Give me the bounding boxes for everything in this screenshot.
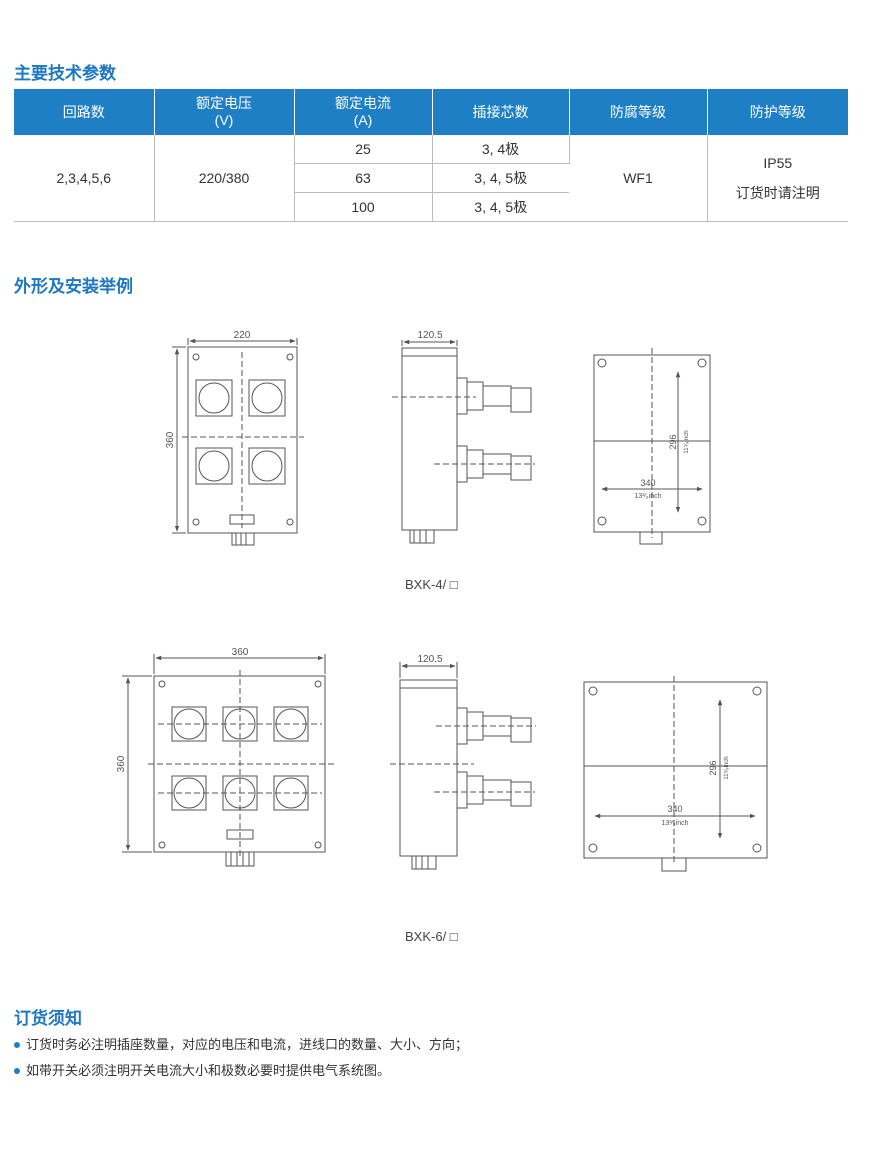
bxk6-depth-dim: 120.5 [417,654,442,665]
specs-section-title: 主要技术参数 [14,64,116,83]
header-circuits: 回路数 [14,89,155,135]
bxk6-width-dim: 360 [232,647,249,658]
order-section-title: 订货须知 [14,1009,82,1028]
bullet-icon [14,1041,20,1048]
header-current: 额定电流(A) [294,89,433,135]
bxk4-front-view: 220 360 [165,330,304,546]
bxk6-front-view: 360 360 [116,647,334,867]
spec-table-header-row: 回路数 额定电压(V) 额定电流(A) 插接芯数 防腐等级 防护等级 [14,89,848,135]
bxk4-mount-v-inch: 11⁵⁄₈inch [683,430,690,453]
list-item: 订货时务必注明插座数量，对应的电压和电流，进线口的数量、大小、方向； [14,1034,468,1053]
header-protection: 防护等级 [707,89,848,135]
list-item: 如带开关必须注明开关电流大小和极数必要时提供电气系统图。 [14,1060,390,1079]
bxk4-height-dim: 360 [165,431,176,448]
outline-section-title: 外形及安装举例 [14,277,133,296]
bxk4-side-view: 120.5 [392,330,535,544]
cell-cores: 3, 4, 5极 [432,163,569,193]
bxk4-mount-h-inch: 13³⁄₈inch [634,493,661,500]
bxk6-height-dim: 360 [116,755,127,772]
bxk4-back-view: 296 11⁵⁄₈inch 340 13³⁄₈inch [593,348,711,545]
cell-cores: 3, 4极 [432,135,570,164]
bxk6-side-view: 120.5 [390,654,536,870]
bxk6-caption: BXK-6/ □ [405,929,458,944]
protection-level: IP55 [763,155,793,171]
table-row: 2,3,4,5,6 220/380 25 3, 4极 WF1 IP55 订货时请… [14,135,848,222]
bxk4-depth-dim: 120.5 [417,330,442,341]
bxk6-mount-v-inch: 11⁵⁄₈inch [723,756,730,779]
bxk4-caption: BXK-4/ □ [405,577,458,592]
cell-circuits: 2,3,4,5,6 [14,135,155,222]
bxk4-mount-v: 296 [668,434,678,449]
bxk6-mount-h: 340 [667,804,682,814]
bullet-icon [14,1067,20,1074]
spec-table: 回路数 额定电压(V) 额定电流(A) 插接芯数 防腐等级 防护等级 2,3,4… [14,89,848,222]
cell-current: 100 [294,192,433,222]
cell-cores: 3, 4, 5极 [432,192,569,222]
bxk4-width-dim: 220 [234,330,251,341]
bxk6-mount-v: 296 [708,760,718,775]
bxk6-mount-h-inch: 13³⁄₈inch [661,820,688,827]
table-row: 63 3, 4, 5极 [14,163,848,193]
cell-current: 63 [294,163,433,193]
cell-current: 25 [294,135,433,164]
bxk4-mount-h: 340 [640,478,655,488]
cell-protection: IP55 订货时请注明 [707,135,848,222]
protection-note: 订货时请注明 [735,185,820,201]
header-voltage: 额定电压(V) [154,89,295,135]
header-anticorrosion: 防腐等级 [569,89,708,135]
header-cores: 插接芯数 [432,89,570,135]
cell-voltage: 220/380 [154,135,295,222]
bxk6-back-view: 296 11⁵⁄₈inch 340 13³⁄₈inch [583,676,768,872]
cell-anticorrosion: WF1 [569,135,708,222]
table-row: 100 3, 4, 5极 [14,192,848,222]
